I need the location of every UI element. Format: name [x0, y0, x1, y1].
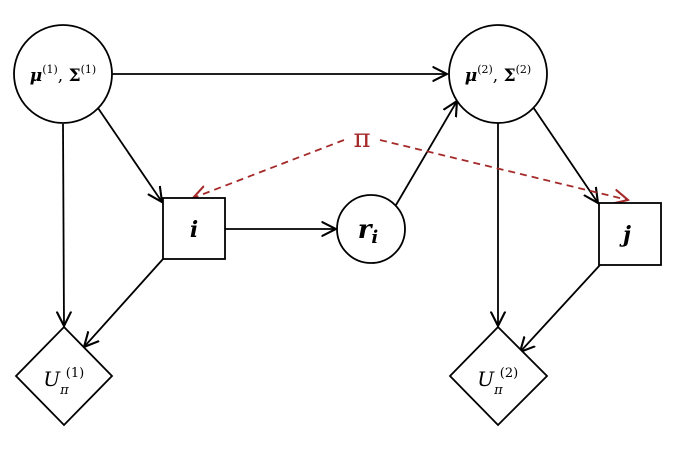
- params1-sigma: Σ: [69, 66, 81, 86]
- params2-mu: μ: [465, 66, 477, 86]
- util1-sup: (1): [66, 366, 84, 381]
- node-utility-2: Uπ (2): [448, 325, 549, 427]
- svg-text:Uπ: Uπ: [43, 367, 69, 398]
- node-params-1: μ(1), Σ(1): [13, 24, 113, 124]
- node-utility-1: Uπ (1): [14, 325, 114, 427]
- edge-policy-j: [379, 139, 628, 200]
- edge-params1-i: [97, 107, 162, 202]
- edge-params2-j: [532, 106, 598, 203]
- edge-r-params2: [395, 101, 457, 206]
- node-params-2: μ(2), Σ(2): [448, 24, 548, 124]
- edge-i-util1: [84, 258, 164, 347]
- node-i: i: [162, 197, 226, 260]
- svg-text:μ(2), Σ(2): μ(2), Σ(2): [465, 63, 531, 86]
- edge-j-util2: [520, 264, 601, 352]
- svg-text:Uπ: Uπ: [477, 367, 503, 398]
- util2-sub: π: [493, 383, 503, 398]
- node-j: j: [598, 202, 662, 266]
- svg-text:ri: ri: [358, 215, 379, 248]
- node-r: ri: [336, 194, 406, 264]
- util1-main: U: [43, 367, 61, 391]
- node-r-main: r: [358, 215, 374, 245]
- svg-text:μ(1), Σ(1): μ(1), Σ(1): [30, 63, 96, 86]
- params1-mu: μ: [30, 66, 42, 86]
- edge-params1-util1: [63, 123, 64, 326]
- node-r-sub: i: [371, 227, 378, 248]
- util1-sub: π: [59, 383, 69, 398]
- params2-sigma: Σ: [504, 66, 516, 86]
- edge-policy-i: [193, 139, 345, 198]
- policy-edges: [193, 139, 628, 200]
- node-i-label: i: [190, 217, 198, 243]
- util2-sup: (2): [500, 366, 518, 381]
- policy-label: π: [353, 124, 370, 154]
- util2-main: U: [477, 367, 495, 391]
- edges: [63, 74, 601, 352]
